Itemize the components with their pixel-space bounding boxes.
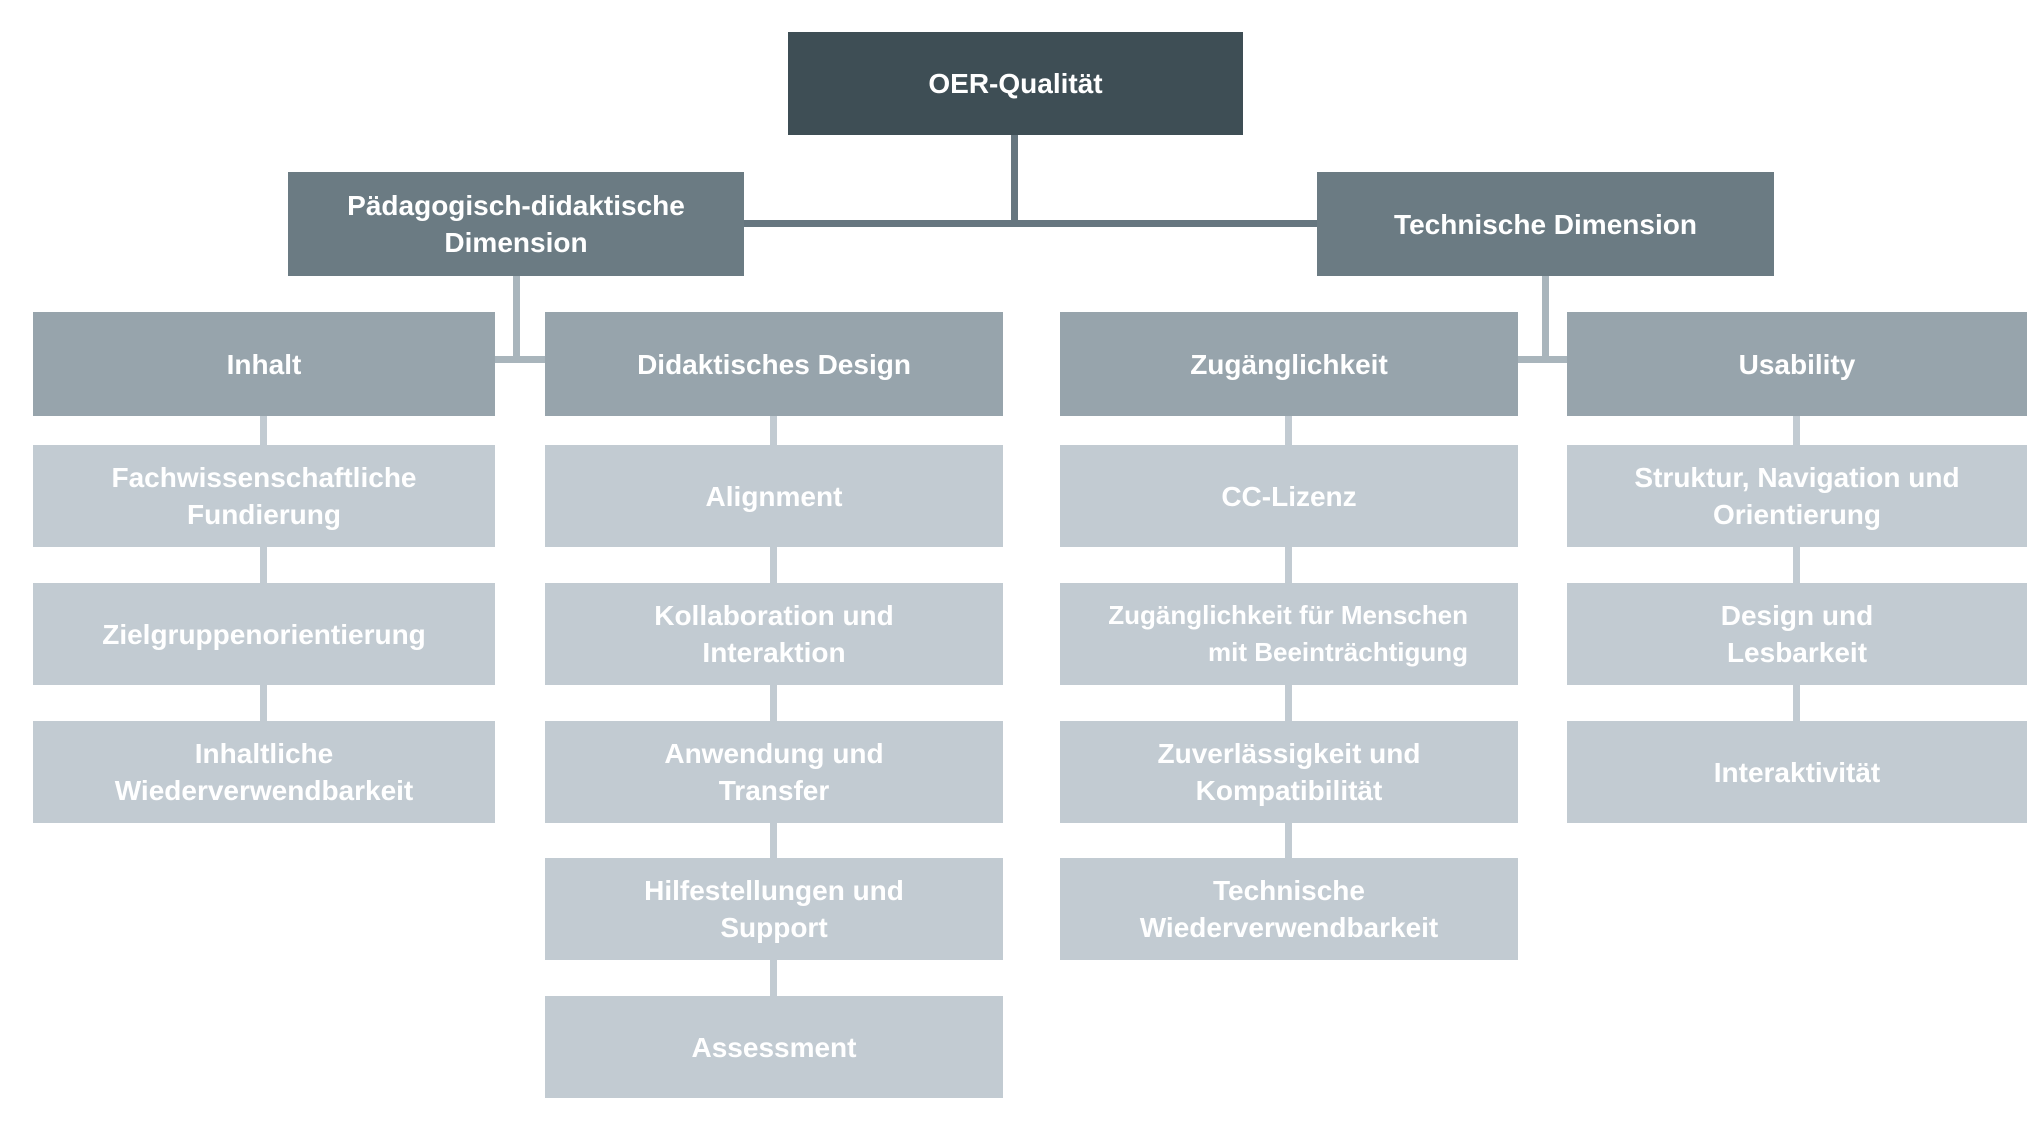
connector-left-dimension-stub [495, 356, 545, 363]
node-interaktivitaet: Interaktivität [1567, 721, 2027, 823]
connector-root-trunk [1011, 135, 1018, 227]
node-kollaboration-und-interaktion: Kollaboration und Interaktion [545, 583, 1003, 685]
node-hilfestellungen-und-support: Hilfestellungen und Support [545, 858, 1003, 960]
node-inhaltliche-wiederverwendbarkeit: Inhaltliche Wiederverwendbarkeit [33, 721, 495, 823]
connector-right-dimension-drop [1542, 276, 1549, 363]
node-zuverlaessigkeit-und-kompatibilitaet: Zuverlässigkeit und Kompatibilität [1060, 721, 1518, 823]
node-oer-qualitaet: OER-Qualität [788, 32, 1243, 135]
connector-col1-drop-1 [260, 416, 267, 445]
node-fachwissenschaftliche-fundierung: Fachwissenschaftliche Fundierung [33, 445, 495, 547]
connector-col3-drop-4 [1285, 823, 1292, 858]
connector-col2-drop-1 [770, 416, 777, 445]
node-cc-lizenz: CC-Lizenz [1060, 445, 1518, 547]
connector-right-dimension-stub [1518, 356, 1567, 363]
node-technische-wiederverwendbarkeit: Technische Wiederverwendbarkeit [1060, 858, 1518, 960]
connector-col1-drop-3 [260, 685, 267, 721]
node-zugaenglichkeit-fuer-menschen-mit-beeintraechtigung: Zugänglichkeit für Menschen mit Beeinträ… [1060, 583, 1518, 685]
connector-col4-drop-2 [1793, 547, 1800, 583]
node-anwendung-und-transfer: Anwendung und Transfer [545, 721, 1003, 823]
node-didaktisches-design: Didaktisches Design [545, 312, 1003, 416]
connector-col4-drop-3 [1793, 685, 1800, 721]
node-design-und-lesbarkeit: Design und Lesbarkeit [1567, 583, 2027, 685]
node-inhalt: Inhalt [33, 312, 495, 416]
connector-col4-drop-1 [1793, 416, 1800, 445]
node-zugaenglichkeit: Zugänglichkeit [1060, 312, 1518, 416]
connector-col2-drop-2 [770, 547, 777, 583]
node-alignment: Alignment [545, 445, 1003, 547]
connector-col2-drop-5 [770, 960, 777, 996]
connector-col2-drop-3 [770, 685, 777, 721]
node-zielgruppenorientierung: Zielgruppenorientierung [33, 583, 495, 685]
connector-col3-drop-3 [1285, 685, 1292, 721]
connector-col3-drop-1 [1285, 416, 1292, 445]
connector-col1-drop-2 [260, 547, 267, 583]
connector-col2-drop-4 [770, 823, 777, 858]
connector-root-crossbar [744, 220, 1317, 227]
node-struktur-navigation-und-orientierung: Struktur, Navigation und Orientierung [1567, 445, 2027, 547]
node-technische-dimension: Technische Dimension [1317, 172, 1774, 276]
node-assessment: Assessment [545, 996, 1003, 1098]
connector-left-dimension-drop [513, 276, 520, 363]
connector-col3-drop-2 [1285, 547, 1292, 583]
node-usability: Usability [1567, 312, 2027, 416]
node-paedagogisch-didaktische-dimension: Pädagogisch-didaktische Dimension [288, 172, 744, 276]
